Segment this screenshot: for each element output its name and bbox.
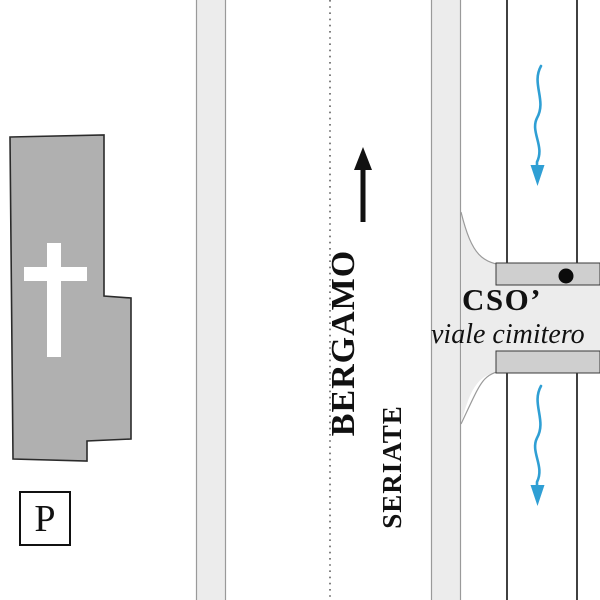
road-band-left <box>195 0 227 600</box>
label-viale-cimitero: viale cimitero <box>431 319 585 350</box>
christian-cross-icon <box>24 243 87 357</box>
label-seriate: SERIATE <box>377 405 407 529</box>
cemetery-building <box>9 134 132 462</box>
location-dot-icon <box>558 268 574 284</box>
parking-letter: P <box>34 497 56 540</box>
junction-road <box>460 211 600 425</box>
label-cso: CSO’ <box>462 282 543 317</box>
water-flow-arrow-icon <box>530 64 545 186</box>
up-arrow-icon <box>354 147 372 222</box>
bridge-bar-top <box>495 262 600 286</box>
parking-badge: P <box>19 491 71 546</box>
label-bergamo: BERGAMO <box>325 249 362 437</box>
river-bank-lines <box>506 0 578 600</box>
road-band-right <box>430 0 462 600</box>
bridge-bar-bottom <box>495 350 600 374</box>
water-flow-arrow-icon <box>529 384 546 508</box>
